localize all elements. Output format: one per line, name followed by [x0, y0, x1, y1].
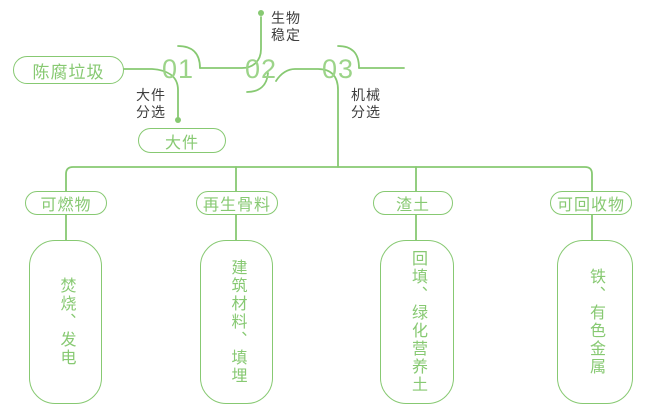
detail-box-recycled-aggregate: 建筑材料、填埋 — [200, 240, 273, 404]
category-label: 再生骨料 — [202, 197, 271, 214]
stage3-label: 机械 分选 — [351, 87, 381, 120]
stage1-number: 01 — [161, 54, 195, 84]
source-node: 陈腐垃圾 — [13, 56, 124, 84]
detail-box-recyclables: 铁、有色金属 — [557, 240, 633, 404]
stage1-top-arc — [177, 45, 201, 69]
stage2-to-stage3-line — [275, 68, 339, 168]
detail-box-combustibles: 焚烧、发电 — [29, 240, 102, 404]
category-label: 可回收物 — [556, 197, 625, 214]
detail-box-slag-soil: 回填、绿化营养土 — [380, 240, 454, 404]
category-node-recyclables: 可回收物 — [550, 191, 632, 215]
source-node-label: 陈腐垃圾 — [32, 62, 105, 82]
detail-text: 回填、绿化营养土 — [409, 250, 426, 394]
bulky-output-node: 大件 — [138, 128, 226, 153]
detail-text: 焚烧、发电 — [57, 277, 75, 367]
stage2-connector-dot — [258, 10, 264, 16]
detail-text: 铁、有色金属 — [587, 268, 604, 376]
category-node-slag-soil: 渣土 — [373, 191, 453, 215]
category-label: 渣土 — [395, 197, 430, 214]
stage1-to-stage2-line — [199, 16, 262, 69]
source-to-stage1-line — [123, 68, 179, 118]
stage3-number: 03 — [321, 54, 355, 84]
category-node-recycled-aggregate: 再生骨料 — [196, 191, 278, 215]
distribution-bar — [65, 166, 593, 192]
stage2-label: 生物 稳定 — [271, 10, 301, 43]
stage1-label: 大件 分选 — [136, 87, 166, 120]
stage3-top-arc — [337, 45, 360, 69]
category-label: 可燃物 — [40, 197, 92, 214]
stage2-bottom-arc — [246, 72, 269, 93]
stage2-number: 02 — [244, 54, 278, 84]
detail-text: 建筑材料、填埋 — [228, 259, 246, 385]
bulky-output-label: 大件 — [164, 134, 199, 152]
category-node-combustibles: 可燃物 — [25, 191, 107, 215]
stage1-connector-dot — [175, 117, 181, 123]
